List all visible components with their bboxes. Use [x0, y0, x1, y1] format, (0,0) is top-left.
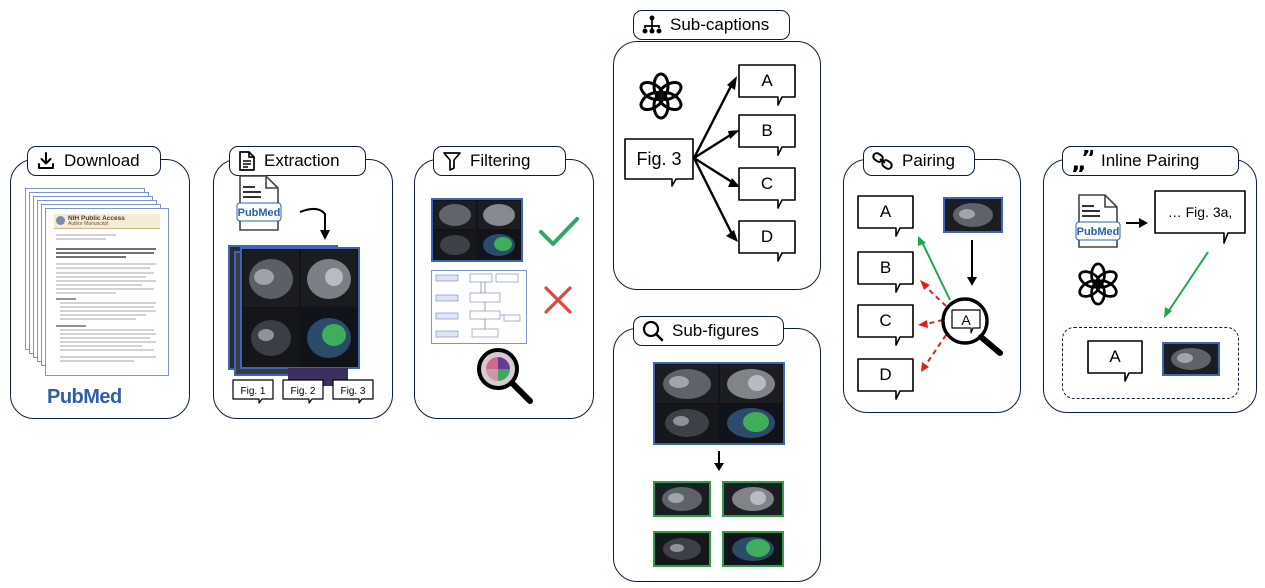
- inline-pair-subfigure: [1162, 342, 1220, 376]
- doc-front-page: NIH Public Access Author Manuscript: [45, 208, 169, 376]
- svg-text:„: „: [1071, 150, 1087, 172]
- document-icon: [239, 151, 255, 171]
- svg-text:PubMed: PubMed: [238, 207, 281, 219]
- link-icon: [872, 152, 893, 170]
- doc-nih-header: NIH Public Access Author Manuscript: [54, 214, 160, 229]
- pubmed-doc-icon: PubMed: [235, 174, 283, 232]
- pairing-label-b: B: [879, 258, 892, 277]
- subcaption-bubble-b: B: [738, 114, 796, 157]
- inline-snippet-text: … Fig. 3a,: [1167, 203, 1233, 220]
- pairing-label-c: C: [879, 311, 892, 330]
- doc-text-lines: [56, 234, 156, 362]
- subcaptions-title: Sub-captions: [670, 15, 770, 34]
- fig-bubble-1: Fig. 1: [232, 379, 274, 404]
- cross-icon: [544, 286, 572, 314]
- subcaption-bubble-c: C: [738, 167, 796, 210]
- subcaption-bubble-d: D: [738, 220, 796, 263]
- subfigure-tile-c: [653, 531, 711, 567]
- pairing-tab: Pairing: [863, 146, 975, 176]
- filtering-tab: Filtering: [433, 146, 566, 176]
- subcaption-label-b: B: [761, 121, 773, 140]
- pairing-title: Pairing: [902, 151, 955, 170]
- extraction-title: Extraction: [264, 151, 340, 170]
- svg-text:PubMed: PubMed: [1077, 226, 1120, 238]
- subcaption-bubble-a: A: [738, 64, 796, 107]
- inline-pair-box: [1062, 327, 1239, 399]
- subfigure-tile-a: [653, 481, 711, 517]
- fig-label-2: Fig. 2: [290, 386, 316, 397]
- inline-pair-bubble: A: [1087, 340, 1143, 382]
- filter-rejected-flowchart: [431, 270, 527, 344]
- subfigures-source-figure: [653, 362, 785, 445]
- doc-sub-text: Author Manuscript: [68, 221, 109, 227]
- subfigures-title: Sub-figures: [672, 321, 759, 340]
- inline-openai-logo-icon: [1078, 262, 1118, 306]
- doc-header-text: NIH Public Access: [68, 215, 125, 222]
- pairing-bubble-b: B: [857, 251, 914, 294]
- filtering-title: Filtering: [470, 151, 531, 170]
- magnifier-inspect-icon: [477, 348, 533, 404]
- extraction-tab: Extraction: [229, 146, 366, 176]
- quote-icon: „”: [1071, 150, 1093, 172]
- pairing-bubble-c: C: [857, 304, 914, 347]
- pairing-query-label: A: [961, 311, 971, 328]
- download-icon: [38, 152, 54, 169]
- pairing-subfigure: [943, 197, 1003, 233]
- svg-text:”: ”: [1081, 150, 1093, 172]
- pairing-label-a: A: [879, 202, 892, 221]
- subcaption-label-d: D: [760, 227, 774, 246]
- pairing-query-bubble: A: [951, 309, 981, 335]
- subcaption-label-a: A: [761, 71, 773, 90]
- pairing-bubble-d: D: [857, 358, 914, 401]
- pubmed-logo-text: PubMed: [47, 386, 122, 408]
- subcaptions-tab: Sub-captions: [633, 10, 790, 40]
- fig-bubble-3: Fig. 3: [332, 379, 374, 404]
- subfigures-tab: Sub-figures: [633, 316, 784, 346]
- fig-label-3: Fig. 3: [340, 386, 366, 397]
- filter-icon: [443, 152, 461, 171]
- subfigure-tile-d: [722, 531, 784, 567]
- subcaption-label-c: C: [760, 174, 774, 193]
- pubmed-logo: PubMed: [47, 386, 157, 412]
- inline-pubmed-doc-icon: PubMed: [1074, 193, 1122, 249]
- check-icon: [539, 217, 579, 246]
- openai-logo-icon: [639, 72, 683, 120]
- hierarchy-icon: [642, 15, 662, 34]
- inline-pairing-title: Inline Pairing: [1101, 151, 1200, 170]
- search-icon: [642, 320, 664, 342]
- pairing-label-d: D: [879, 365, 892, 384]
- inline-snippet-bubble: … Fig. 3a,: [1154, 190, 1246, 245]
- download-tab: Download: [27, 146, 161, 176]
- figure-stack-front: [240, 247, 360, 369]
- download-title: Download: [64, 151, 140, 170]
- inline-pair-label: A: [1109, 346, 1121, 366]
- pairing-bubble-a: A: [857, 195, 914, 238]
- fig-bubble-2: Fig. 2: [282, 379, 324, 404]
- fig-label-1: Fig. 1: [240, 386, 266, 397]
- subfigure-tile-b: [722, 481, 784, 517]
- subcaption-source-text: Fig. 3: [636, 148, 682, 169]
- nih-logo-icon: [56, 216, 65, 225]
- inline-pairing-tab: „” Inline Pairing: [1062, 146, 1239, 176]
- subcaption-source-bubble: Fig. 3: [624, 138, 694, 188]
- pairing-magnifier: A: [938, 294, 1010, 358]
- filter-accepted-figure: [431, 198, 523, 262]
